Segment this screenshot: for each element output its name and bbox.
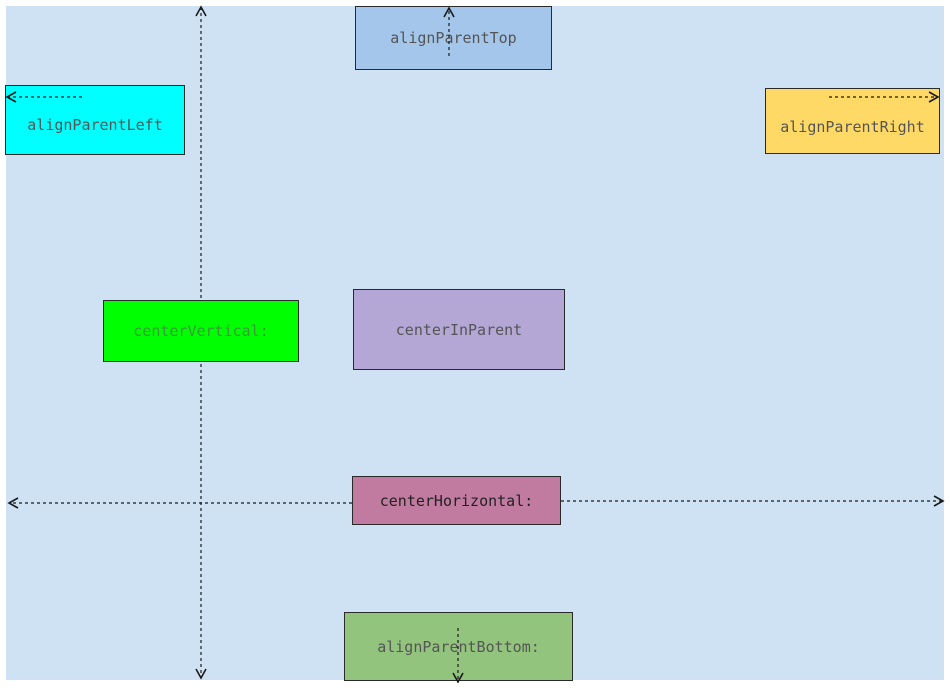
align-parent-top-label: alignParentTop [390,29,517,47]
align-parent-bottom-label: alignParentBottom: [377,637,540,656]
align-parent-right-label: alignParentRight [780,118,925,136]
align-parent-left-box: alignParentLeft [5,85,185,155]
center-vertical-label: centerVertical: [133,322,269,340]
center-horizontal-box: centerHorizontal: [352,476,561,525]
align-parent-top-box: alignParentTop [355,6,552,70]
align-parent-right-box: alignParentRight [765,88,940,154]
center-horizontal-label: centerHorizontal: [379,491,534,510]
center-in-parent-box: centerInParent [353,289,565,370]
center-vertical-box: centerVertical: [103,300,299,362]
align-parent-bottom-box: alignParentBottom: [344,612,573,681]
center-in-parent-label: centerInParent [395,320,523,339]
align-parent-left-label: alignParentLeft [27,116,163,134]
